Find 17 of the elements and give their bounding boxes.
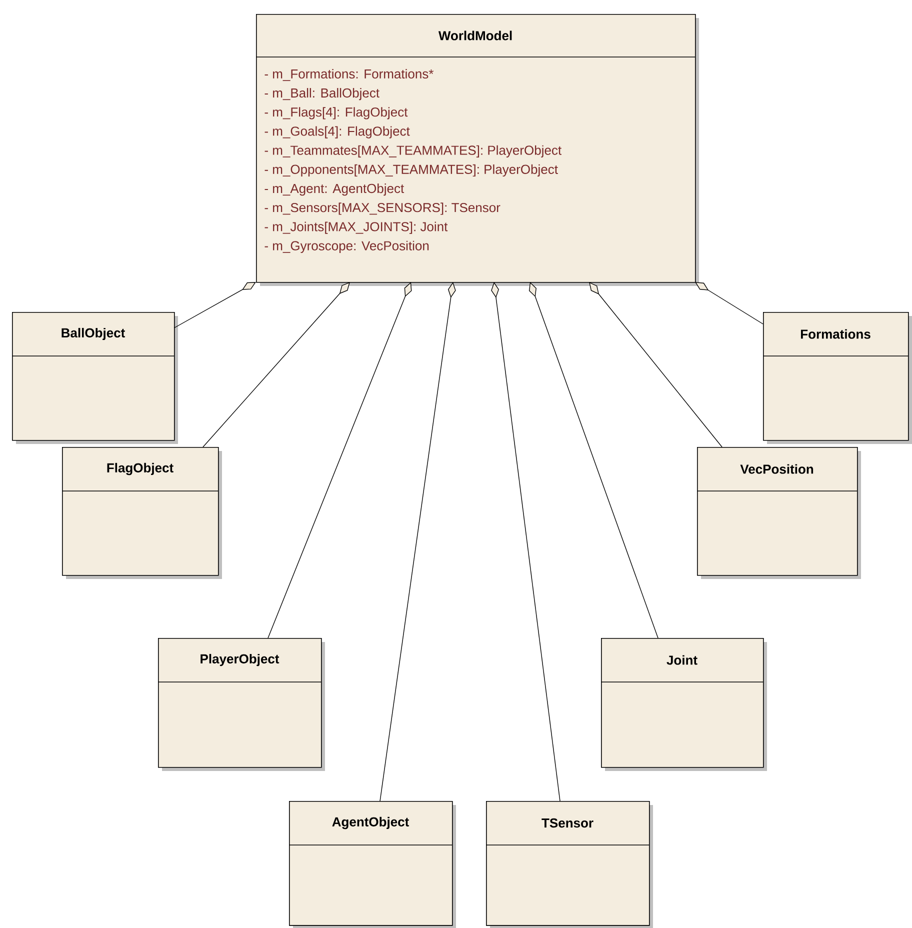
aggregation-line <box>589 282 722 448</box>
class-box: VecPosition <box>696 447 861 579</box>
class-box: PlayerObject <box>158 638 325 771</box>
aggregation-line <box>528 282 658 638</box>
class-box: WorldModel - m_Formations: Formations* - m_Ball: BallObject - m_Flags[4]: FlagObject - m_Goals[4]: FlagObject - m_Teammates[MAX_TEAMMATES]: PlayerObject - m_Opponents[MAX_TEAMMATES]: PlayerObject - m_Agent: AgentObject - m_Sensors[MAX_SENSORS]: TSensor - m_Joints[MAX_JOINTS]: Joint - m_Gyroscope: VecPosition <box>256 14 699 286</box>
aggregation-line <box>174 282 256 328</box>
class-box: TSensor <box>486 801 653 928</box>
class-box: FlagObject <box>62 447 222 579</box>
aggregation-line <box>268 282 412 638</box>
class-box: BallObject <box>12 312 178 444</box>
aggregation-line <box>380 282 456 802</box>
class-box: Joint <box>600 638 767 771</box>
aggregation-line <box>202 282 350 448</box>
aggregation-line <box>695 282 764 324</box>
class-box: Formations <box>762 312 912 444</box>
aggregation-line <box>491 282 560 802</box>
class-box: AgentObject <box>288 801 456 928</box>
